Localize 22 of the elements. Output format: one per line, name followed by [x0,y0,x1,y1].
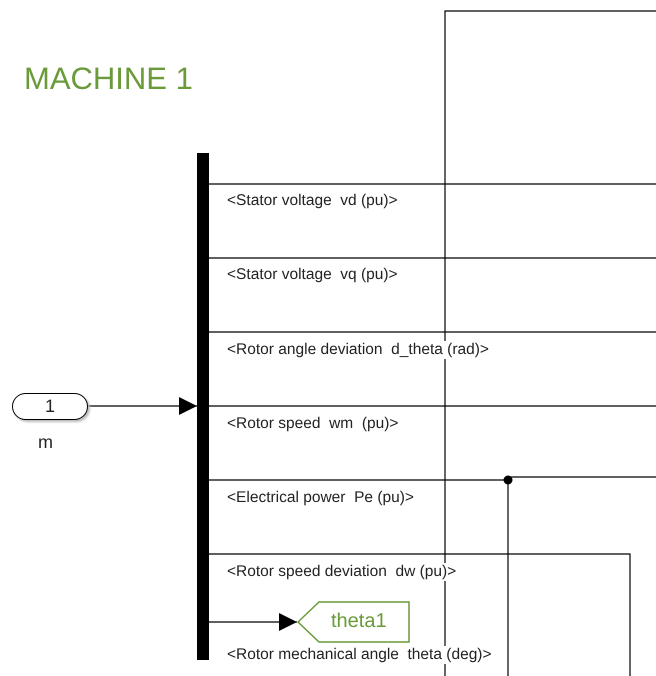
signal-label: <Rotor mechanical angle theta (deg)> [227,646,492,664]
signal-line [88,397,197,415]
port-name: m [38,432,53,453]
signal-line [209,257,656,259]
signal-label: <Rotor angle deviation d_theta (rad)> [227,341,489,359]
branch-signal-line [208,476,656,676]
signal-label: <Rotor speed wm (pu)> [227,415,398,433]
signal-label: <Electrical power Pe (pu)> [227,489,414,507]
signal-label: <Stator voltage vd (pu)> [227,192,398,210]
tag-name: theta1 [331,610,387,633]
signal-line [209,183,656,185]
goto-tag-block [297,601,410,643]
signal-line [209,331,656,333]
signal-line [209,553,631,676]
signal-line [209,405,656,407]
bus-selector-bar [197,153,209,660]
signal-label: <Rotor speed deviation dw (pu)> [227,563,456,581]
port-number: 1 [44,396,56,417]
inport-block [12,393,88,420]
signal-label: <Stator voltage vq (pu)> [227,266,398,284]
title: MACHINE 1 [24,61,193,97]
signal-line [209,613,297,631]
